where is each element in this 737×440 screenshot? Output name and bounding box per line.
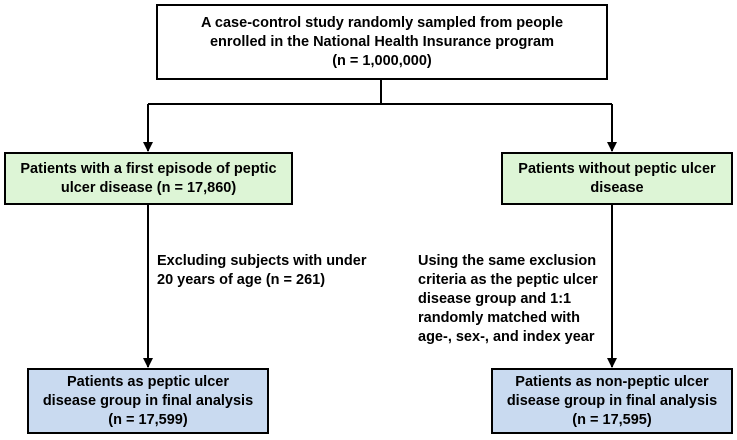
non-peptic-ulcer-final-text: Patients as non-peptic ulcer disease gro… bbox=[506, 373, 718, 428]
non-peptic-ulcer-final-box: Patients as non-peptic ulcer disease gro… bbox=[491, 368, 733, 434]
right-exclusion-note: Using the same exclusion criteria as the… bbox=[418, 253, 598, 345]
non-peptic-ulcer-group-text: Patients without peptic ulcer disease bbox=[518, 160, 716, 196]
study-source-text: A case-control study randomly sampled fr… bbox=[200, 14, 564, 69]
peptic-ulcer-final-text: Patients as peptic ulcer disease group i… bbox=[42, 373, 254, 428]
peptic-ulcer-final-box: Patients as peptic ulcer disease group i… bbox=[27, 368, 269, 434]
left-exclusion-note: Excluding subjects with under 20 years o… bbox=[157, 253, 367, 288]
peptic-ulcer-group-box: Patients with a first episode of peptic … bbox=[4, 152, 293, 205]
peptic-ulcer-group-text: Patients with a first episode of peptic … bbox=[20, 160, 277, 196]
study-source-box: A case-control study randomly sampled fr… bbox=[156, 4, 608, 80]
non-peptic-ulcer-group-box: Patients without peptic ulcer disease bbox=[501, 152, 733, 205]
